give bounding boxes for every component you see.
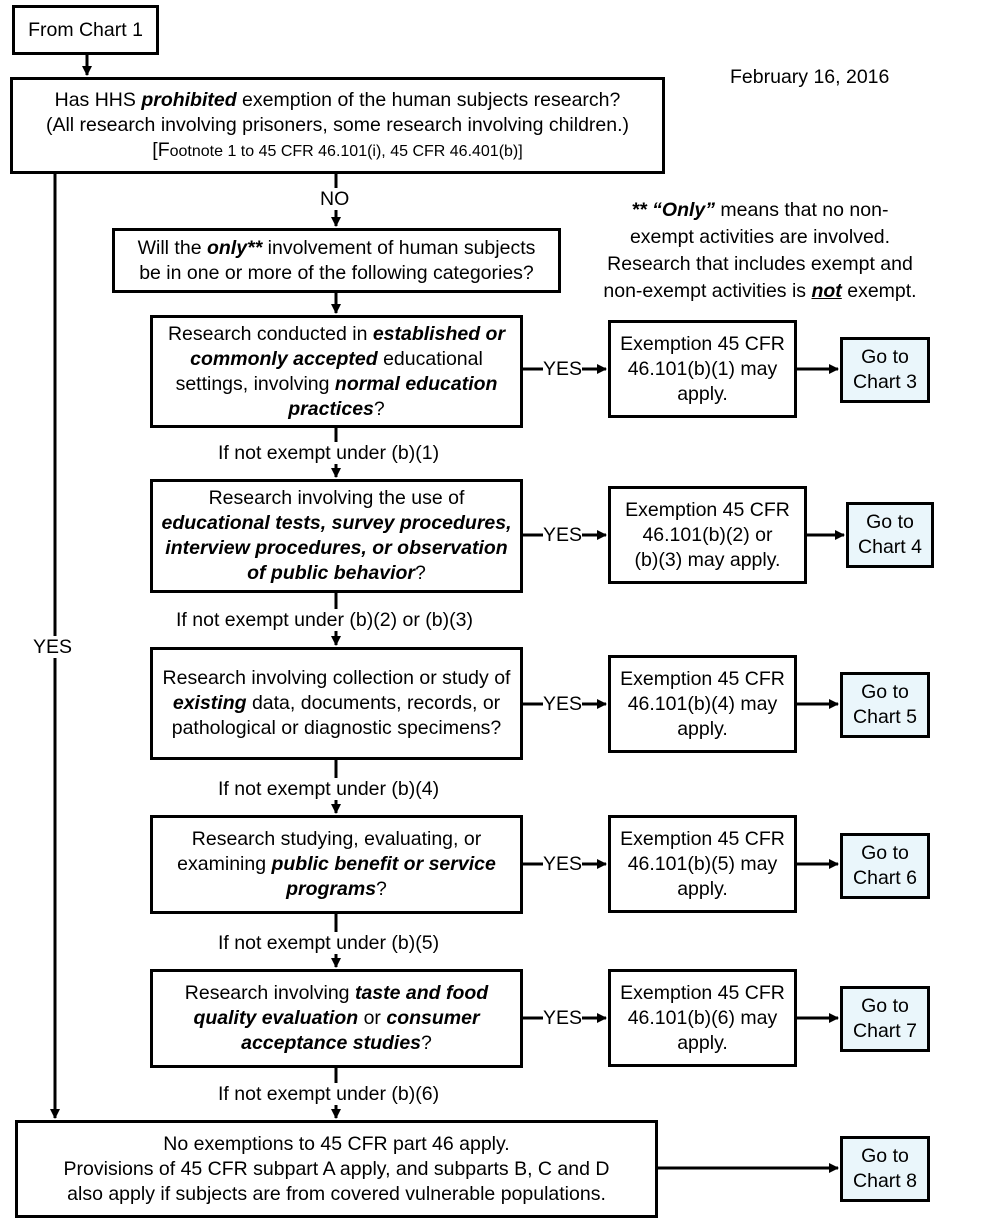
start-box: From Chart 1 [12,5,159,55]
category-existing-data-box: Research involving collection or study o… [150,647,523,760]
category-taste-food-box: Research involving taste and food qualit… [150,969,523,1068]
category-public-benefit-box: Research studying, evaluating, or examin… [150,815,523,914]
start-label: From Chart 1 [28,18,143,41]
q1-line2: (All research involving prisoners, some … [45,113,630,136]
only-involvement-question-box: Will the only** involvement of human sub… [112,228,561,293]
no-label: NO [320,188,350,210]
yes-label-4: YES [543,853,583,875]
yes-label-2: YES [543,524,583,546]
only-footnote: ** “Only” means that no non- exempt acti… [603,199,917,302]
yes-label-3: YES [543,693,583,715]
not-exempt-b1-label: If not exempt under (b)(1) [218,442,440,464]
not-exempt-b5-label: If not exempt under (b)(5) [218,932,440,954]
q1-footnote: [Footnote 1 to 45 CFR 46.101(i), 45 CFR … [152,138,523,161]
not-exempt-b4-label: If not exempt under (b)(4) [218,778,440,800]
yes-left-label: YES [33,636,73,658]
no-exemptions-box: No exemptions to 45 CFR part 46 apply. P… [15,1120,658,1218]
yes-label-1: YES [543,358,583,380]
not-exempt-b6-label: If not exempt under (b)(6) [218,1083,440,1105]
yes-label-5: YES [543,1007,583,1029]
prohibited-question-box: Has HHS prohibited exemption of the huma… [10,77,665,174]
category-tests-surveys-box: Research involving the use of educationa… [150,479,523,593]
category-education-box: Research conducted in established or com… [150,315,523,428]
q1-line1: Has HHS prohibited exemption of the huma… [54,88,621,111]
not-exempt-b2-b3-label: If not exempt under (b)(2) or (b)(3) [176,609,473,631]
date-label: February 16, 2016 [730,66,890,88]
